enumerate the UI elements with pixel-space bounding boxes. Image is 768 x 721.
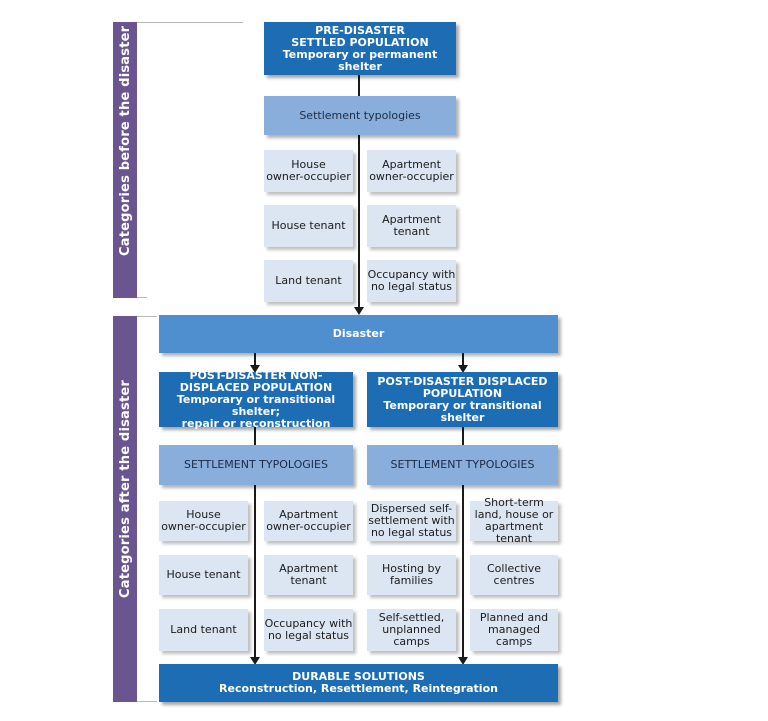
displaced-title-box: POST-DISASTER DISPLACED POPULATION Tempo… — [367, 372, 558, 427]
nd-apartment-owner-box: Apartment owner-occupier — [264, 501, 353, 541]
non-displaced-typologies-box: SETTLEMENT TYPOLOGIES — [159, 445, 353, 485]
d-self-settled-camps-box: Self-settled, unplanned camps — [367, 609, 456, 651]
after-bracket-line-bottom — [137, 701, 157, 702]
pre-no-legal-status-box: Occupancy with no legal status — [367, 260, 456, 302]
non-displaced-title-box: POST-DISASTER NON- DISPLACED POPULATION … — [159, 369, 353, 429]
left-main-line — [254, 426, 256, 659]
left-branch-arrow — [250, 365, 260, 373]
pre-connector-line — [358, 70, 360, 308]
pre-house-owner-box: House owner-occupier — [264, 150, 353, 192]
nd-apartment-tenant-box: Apartment tenant — [264, 555, 353, 595]
nd-house-tenant-box: House tenant — [159, 555, 248, 595]
after-category-bar — [113, 316, 137, 702]
before-category-label: Categories before the disaster — [118, 25, 133, 256]
before-category-bar — [113, 22, 137, 298]
displaced-typologies-box: SETTLEMENT TYPOLOGIES — [367, 445, 558, 485]
d-dispersed-self-settlement-box: Dispersed self- settlement with no legal… — [367, 501, 456, 541]
pre-apartment-owner-box: Apartment owner-occupier — [367, 150, 456, 192]
right-branch-arrow — [458, 365, 468, 373]
nd-no-legal-status-box: Occupancy with no legal status — [264, 609, 353, 651]
d-collective-centres-box: Collective centres — [470, 555, 558, 595]
d-hosting-by-families-box: Hosting by families — [367, 555, 456, 595]
pre-land-tenant-box: Land tenant — [264, 260, 353, 302]
durable-solutions-box: DURABLE SOLUTIONS Reconstruction, Resett… — [159, 664, 558, 702]
left-branch-line — [254, 352, 256, 368]
d-short-term-tenant-box: Short-term land, house or apartment tena… — [470, 497, 558, 545]
right-main-line — [462, 426, 464, 659]
left-main-arrow — [250, 657, 260, 665]
pre-settlement-typologies-box: Settlement typologies — [264, 96, 456, 135]
nd-house-owner-box: House owner-occupier — [159, 501, 248, 541]
right-branch-line — [462, 352, 464, 368]
pre-connector-arrow — [354, 307, 364, 315]
after-category-label: Categories after the disaster — [118, 380, 133, 598]
d-planned-camps-box: Planned and managed camps — [470, 609, 558, 651]
right-main-arrow — [458, 657, 468, 665]
before-bracket-line — [137, 22, 243, 23]
nd-land-tenant-box: Land tenant — [159, 609, 248, 651]
after-bracket-line — [137, 316, 157, 317]
pre-house-tenant-box: House tenant — [264, 205, 353, 247]
pre-apartment-tenant-box: Apartment tenant — [367, 205, 456, 247]
disaster-box: Disaster — [159, 315, 558, 353]
pre-disaster-title-box: PRE-DISASTER SETTLED POPULATION Temporar… — [264, 22, 456, 75]
before-bracket-line-bottom — [137, 297, 147, 298]
